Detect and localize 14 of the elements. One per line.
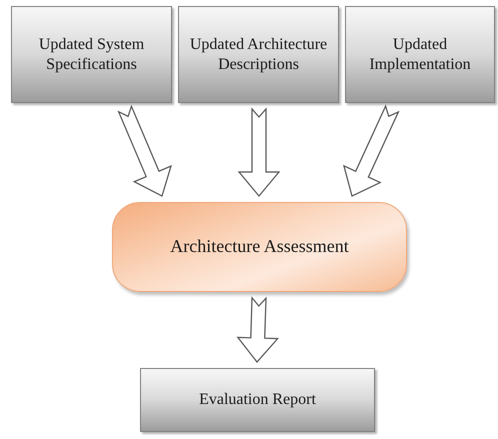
document-box <box>11 6 172 103</box>
box-label: Architecture Assessment <box>169 236 350 258</box>
box-label: Updated Architecture Descriptions <box>188 35 328 74</box>
process-box <box>112 202 407 292</box>
box-label: Updated System Specifications <box>38 35 146 74</box>
block-arrow <box>236 296 279 363</box>
box-label: Updated Implementation <box>368 35 472 74</box>
document-box <box>140 368 375 432</box>
box-label: Evaluation Report <box>198 390 317 410</box>
block-arrow <box>238 107 280 197</box>
block-arrow <box>117 104 172 197</box>
document-box <box>178 6 339 103</box>
block-arrow <box>342 104 400 197</box>
document-box <box>345 6 495 103</box>
